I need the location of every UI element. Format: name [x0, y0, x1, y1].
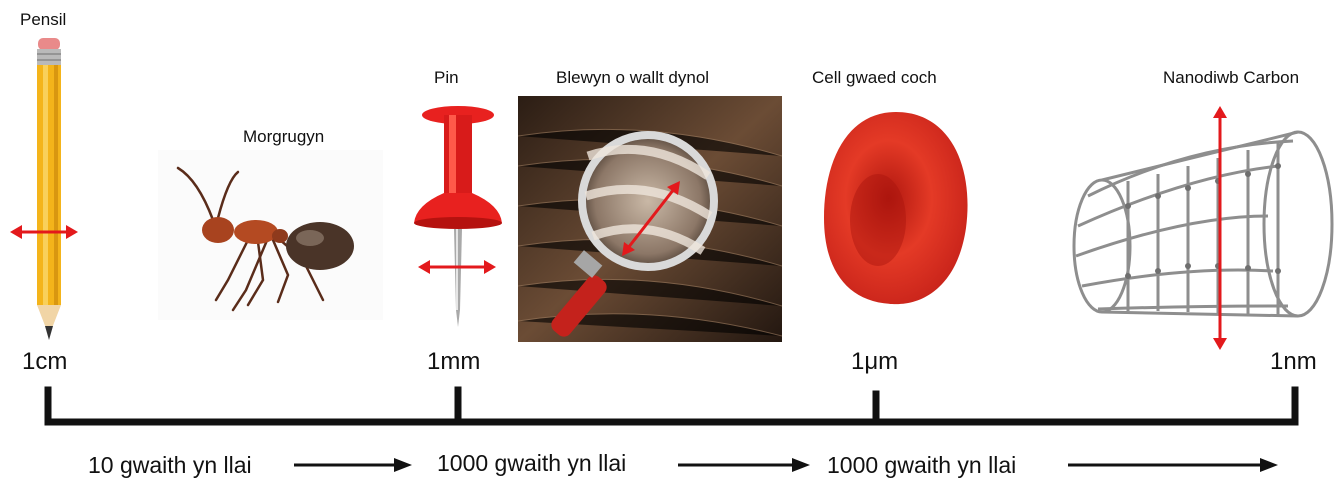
pin-label: Pin [434, 68, 459, 88]
pencil-label: Pensil [20, 10, 66, 30]
step-arrow-3 [1066, 455, 1282, 475]
ant-icon [158, 150, 383, 320]
ant-label: Morgrugyn [243, 127, 324, 147]
scale-mark-1mm: 1mm [427, 348, 480, 376]
hair-label: Blewyn o wallt dynol [556, 68, 709, 88]
scale-mark-1nm: 1nm [1270, 348, 1317, 376]
pencil-icon [8, 36, 80, 348]
scale-mark-1um: 1μm [851, 348, 898, 376]
red-blood-cell-icon [816, 108, 976, 308]
rbc-label: Cell gwaed coch [812, 68, 937, 88]
step-label-2: 1000 gwaith yn llai [437, 450, 626, 477]
scale-bar [0, 380, 1342, 440]
pushpin-icon [412, 105, 504, 335]
magnifier-hair-icon [518, 96, 782, 342]
step-label-1: 10 gwaith yn llai [88, 452, 252, 479]
carbon-nanotube-icon [1068, 106, 1342, 356]
step-arrow-2 [676, 455, 814, 475]
step-arrow-1 [292, 455, 416, 475]
scale-mark-1cm: 1cm [22, 348, 67, 376]
nanotube-label: Nanodiwb Carbon [1163, 68, 1299, 88]
step-label-3: 1000 gwaith yn llai [827, 452, 1016, 479]
